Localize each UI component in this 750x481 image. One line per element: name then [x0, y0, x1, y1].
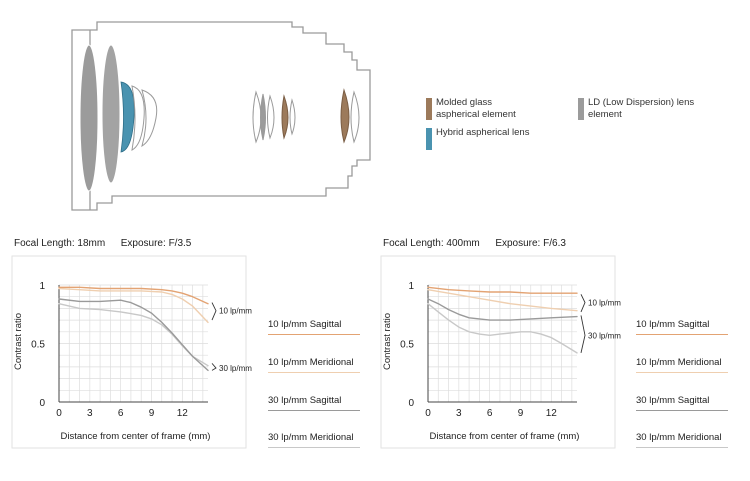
y-tick-label: 1 [408, 281, 414, 292]
chart-1-legend-meridional-10-line [268, 372, 360, 374]
ld-element-swatch [578, 98, 584, 120]
chart-1-legend-meridional-10-label: 10 lp/mm Meridional [268, 357, 354, 368]
series-line-meridional-10 [427, 289, 578, 312]
chart-1-legend-sagittal-10-label: 10 lp/mm Sagittal [268, 319, 342, 330]
y-axis-label: Contrast ratio [13, 313, 24, 370]
x-tick-label: 9 [149, 408, 155, 419]
x-tick-label: 0 [56, 408, 62, 419]
chart-1-legend-sagittal-10: 10 lp/mm Sagittal [268, 319, 360, 336]
lens-construction-diagram [71, 21, 371, 211]
legend-ld-element: LD (Low Dispersion) lens element [578, 97, 698, 121]
chart-1-legend-sagittal-30-label: 30 lp/mm Sagittal [268, 395, 342, 406]
series-line-sagittal-10 [58, 286, 209, 305]
chart-2-focal-label: Focal Length: [383, 238, 444, 249]
hybrid-aspherical-swatch [426, 128, 432, 150]
chart-2-legend-meridional-30: 30 lp/mm Meridional [636, 432, 728, 449]
legend-hybrid-aspherical: Hybrid aspherical lens [426, 127, 532, 150]
chart-2-header: Focal Length: 400mm Exposure: F/6.3 [383, 238, 566, 249]
chart-2-legend-meridional-10-line [636, 372, 728, 374]
chart-1-legend-meridional-10: 10 lp/mm Meridional [268, 357, 360, 374]
chart-frame [380, 255, 616, 449]
rear-group-elements [340, 88, 360, 144]
y-axis-label: Contrast ratio [382, 313, 393, 370]
series-line-sagittal-30 [427, 298, 578, 321]
x-tick-label: 0 [425, 408, 431, 419]
legend-molded-glass-label: Molded glass aspherical element [436, 97, 516, 120]
chart-2-exposure-label: Exposure: [495, 238, 541, 249]
chart-2-legend-sagittal-10: 10 lp/mm Sagittal [636, 319, 728, 336]
annotation-label: 30 lp/mm [588, 331, 621, 340]
legend-hybrid-aspherical-label: Hybrid aspherical lens [436, 127, 530, 138]
y-tick-label: 1 [39, 281, 45, 292]
annotation-bracket [580, 315, 586, 353]
chart-2-legend-meridional-30-line [636, 447, 728, 449]
chart-2-legend-sagittal-10-label: 10 lp/mm Sagittal [636, 319, 710, 330]
chart-2-focal-value: 400mm [446, 238, 480, 249]
chart-frame [11, 255, 247, 449]
chart-2-legend-sagittal-30-label: 30 lp/mm Sagittal [636, 395, 710, 406]
chart-1-focal-value: 18mm [77, 238, 106, 249]
series-line-meridional-30 [427, 303, 578, 354]
chart-2-legend-sagittal-10-line [636, 334, 728, 336]
chart-1-exposure-value: F/3.5 [168, 238, 192, 249]
y-tick-label: 0.5 [400, 340, 414, 351]
hybrid-aspherical-element [120, 81, 135, 153]
x-tick-label: 6 [118, 408, 124, 419]
x-tick-label: 9 [518, 408, 524, 419]
molded-glass-swatch [426, 98, 432, 120]
annotation-label: 30 lp/mm [219, 364, 252, 373]
chart-2-exposure-value: F/6.3 [543, 238, 566, 249]
chart-1-legend-meridional-30-label: 30 lp/mm Meridional [268, 432, 354, 443]
annotation-label: 10 lp/mm [588, 299, 621, 308]
series-line-meridional-10 [58, 287, 209, 324]
chart-2-legend-meridional-10-label: 10 lp/mm Meridional [636, 357, 722, 368]
grid [58, 284, 208, 403]
x-axis-label: Distance from center of frame (mm) [61, 431, 211, 442]
y-tick-label: 0 [408, 398, 414, 409]
series-line-sagittal-10 [427, 286, 578, 294]
series-line-meridional-30 [58, 303, 209, 367]
chart-1-legend-meridional-30-line [268, 447, 360, 449]
legend-ld-element-label: LD (Low Dispersion) lens element [588, 97, 695, 120]
ld-element-front-1 [79, 44, 99, 192]
y-tick-label: 0.5 [31, 340, 45, 351]
annotation-bracket [211, 363, 217, 371]
y-tick-label: 0 [39, 398, 45, 409]
annotation-bracket [580, 294, 586, 313]
chart-1-legend-sagittal-30: 30 lp/mm Sagittal [268, 395, 360, 412]
x-tick-label: 12 [177, 408, 189, 419]
x-axis-label: Distance from center of frame (mm) [430, 431, 580, 442]
annotation-bracket [211, 302, 217, 321]
chart-2-legend-sagittal-30-line [636, 410, 728, 412]
chart-1-legend-meridional-30: 30 lp/mm Meridional [268, 432, 360, 449]
chart-2-legend-sagittal-30: 30 lp/mm Sagittal [636, 395, 728, 412]
chart-1-focal-label: Focal Length: [14, 238, 75, 249]
x-tick-label: 6 [487, 408, 493, 419]
chart-1-exposure-label: Exposure: [120, 238, 166, 249]
chart-1-header: Focal Length: 18mm Exposure: F/3.5 [14, 238, 191, 249]
chart-1-legend-sagittal-30-line [268, 410, 360, 412]
chart-2-legend-meridional-30-label: 30 lp/mm Meridional [636, 432, 722, 443]
series-line-sagittal-30 [58, 298, 209, 372]
annotation-label: 10 lp/mm [219, 307, 252, 316]
x-tick-label: 3 [456, 408, 462, 419]
legend-molded-glass: Molded glass aspherical element [426, 97, 536, 121]
middle-group-elements [252, 90, 296, 144]
chart-2-legend-meridional-10: 10 lp/mm Meridional [636, 357, 728, 374]
x-tick-label: 3 [87, 408, 93, 419]
x-tick-label: 12 [546, 408, 558, 419]
ld-element-front-2 [101, 44, 121, 184]
second-group-elements [131, 85, 158, 151]
chart-1-legend-sagittal-10-line [268, 334, 360, 336]
